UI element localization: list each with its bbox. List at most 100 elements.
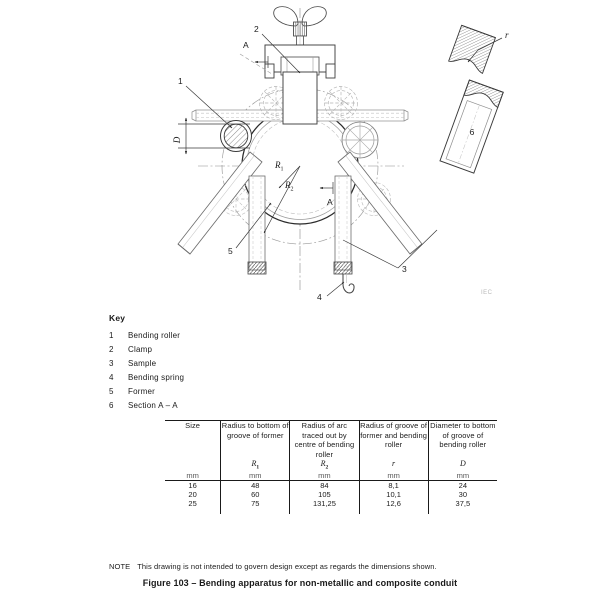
key-item-number: 5	[109, 386, 114, 396]
cell-size: 20	[188, 489, 197, 499]
callout-label-4: 4	[317, 292, 322, 302]
table-unit-d: mm	[427, 470, 497, 481]
iec-watermark: IEC	[481, 290, 493, 296]
table-header-row: Size Radius to bottom of groove of forme…	[165, 420, 497, 459]
section-label-A-bottom: A	[327, 197, 333, 207]
bending-roller-sectioned	[220, 120, 252, 152]
symbol-subscript: 1	[256, 464, 260, 471]
bending-spring-hook	[342, 274, 355, 294]
note-label: NOTE	[109, 562, 131, 571]
figure-caption: Figure 103 – Bending apparatus for non-m…	[142, 578, 458, 588]
cell-d: 30	[427, 489, 497, 499]
table-row: 20 60 105 10,1 30	[165, 489, 497, 499]
symbol-letter: R	[320, 459, 326, 468]
radius-label-R1: R1	[274, 160, 284, 172]
bending-apparatus-diagram: D	[172, 6, 509, 302]
callout-leader-3	[342, 229, 438, 269]
key-item-6: 6 Section A – A	[109, 399, 409, 413]
sample-right	[337, 151, 423, 255]
cell-r2: 131,25	[289, 498, 360, 514]
key-item-number: 3	[109, 358, 114, 368]
key-item-label: Clamp	[128, 344, 153, 354]
callout-label-1: 1	[178, 76, 183, 86]
radius-label-r: r	[505, 30, 509, 40]
cell-r1: 60	[220, 489, 290, 499]
table-row: 16 48 84 8,1 24	[165, 480, 497, 490]
callout-label-6: 6	[470, 127, 475, 137]
key-item-number: 2	[109, 344, 114, 354]
table-row: 25 75 131,25 12,6 37,5	[165, 498, 497, 514]
bending-roller-right-solid	[341, 121, 379, 159]
callout-leader-1	[185, 85, 233, 129]
callout-leader-5	[235, 202, 272, 249]
table-symbol-size	[165, 459, 221, 471]
cell-r1: 48	[220, 480, 290, 490]
radius-label-R2: R2	[284, 180, 294, 192]
cell-r: 8,1	[358, 480, 429, 490]
cell-size: 25	[188, 498, 197, 508]
key-item-5: 5 Former	[109, 385, 409, 399]
cell-r1: 75	[220, 498, 290, 514]
radius-leaders	[263, 165, 301, 234]
table-unit-r2: mm	[289, 470, 360, 481]
key-title: Key	[109, 313, 126, 323]
cell-r2: 105	[289, 489, 360, 499]
technical-drawing: D	[172, 6, 509, 302]
cell-r: 12,6	[358, 498, 429, 514]
table-symbol-row: R1 R2 r D	[165, 459, 497, 471]
key-item-3: 3 Sample	[109, 357, 409, 371]
sample-leg-right	[333, 175, 353, 275]
note-text: This drawing is not intended to govern d…	[137, 562, 437, 571]
callout-leader-2	[261, 33, 301, 74]
key-item-2: 2 Clamp	[109, 343, 409, 357]
key-item-label: Bending spring	[128, 372, 185, 382]
cell-d: 37,5	[427, 498, 497, 514]
bending-roller-upper-right	[324, 86, 358, 120]
key-item-1: 1 Bending roller	[109, 329, 409, 343]
table-unit-r: mm	[358, 470, 429, 481]
cell-r: 10,1	[358, 489, 429, 499]
table-unit-size: mm	[165, 470, 221, 481]
section-label-A-top: A	[243, 40, 249, 50]
key-list: Key 1 Bending roller 2 Clamp 3 Sample 4 …	[109, 313, 409, 413]
table-header-r2: Radius of arc traced out by centre of be…	[289, 420, 360, 459]
table-units-row: mm mm mm mm mm	[165, 470, 497, 481]
table-symbol-r: r	[358, 459, 429, 471]
clamp-shank	[282, 71, 318, 125]
key-item-number: 6	[109, 400, 114, 410]
key-item-number: 1	[109, 330, 114, 340]
section-marker-top	[239, 53, 273, 75]
table-header-d: Diameter to bottom of groove of bending …	[427, 420, 497, 459]
table-symbol-r2: R2	[289, 459, 360, 471]
table-unit-r1: mm	[220, 470, 290, 481]
sample-left	[177, 151, 263, 255]
dimension-label-D: D	[172, 136, 182, 144]
table-symbol-d: D	[427, 459, 497, 471]
clamp-assembly	[264, 6, 336, 125]
note-line: NOTE This drawing is not intended to gove…	[109, 562, 437, 571]
key-item-label: Sample	[128, 358, 157, 368]
table-header-r1: Radius to bottom of groove of former	[220, 420, 290, 459]
cell-d: 24	[427, 480, 497, 490]
key-item-label: Section A – A	[128, 400, 178, 410]
callout-label-3: 3	[402, 264, 407, 274]
key-item-label: Bending roller	[128, 330, 181, 340]
dimensions-table: Size Radius to bottom of groove of forme…	[165, 420, 497, 514]
table-header-r: Radius of groove of former and bending r…	[358, 420, 429, 459]
callout-label-2: 2	[254, 24, 259, 34]
callout-label-5: 5	[228, 246, 233, 256]
dimension-D	[178, 117, 250, 155]
callout-leader-4	[326, 281, 345, 297]
cell-size: 16	[188, 480, 197, 490]
table-header-size: Size	[165, 420, 221, 459]
key-item-label: Former	[128, 386, 155, 396]
section-marker-bottom	[319, 182, 334, 194]
symbol-letter: R	[251, 459, 257, 468]
key-item-4: 4 Bending spring	[109, 371, 409, 385]
sample-leg-left	[247, 175, 267, 275]
table-symbol-r1: R1	[220, 459, 290, 471]
symbol-subscript: 2	[325, 464, 329, 471]
section-aa-detail	[439, 24, 504, 174]
cell-r2: 84	[289, 480, 360, 490]
key-item-number: 4	[109, 372, 114, 382]
